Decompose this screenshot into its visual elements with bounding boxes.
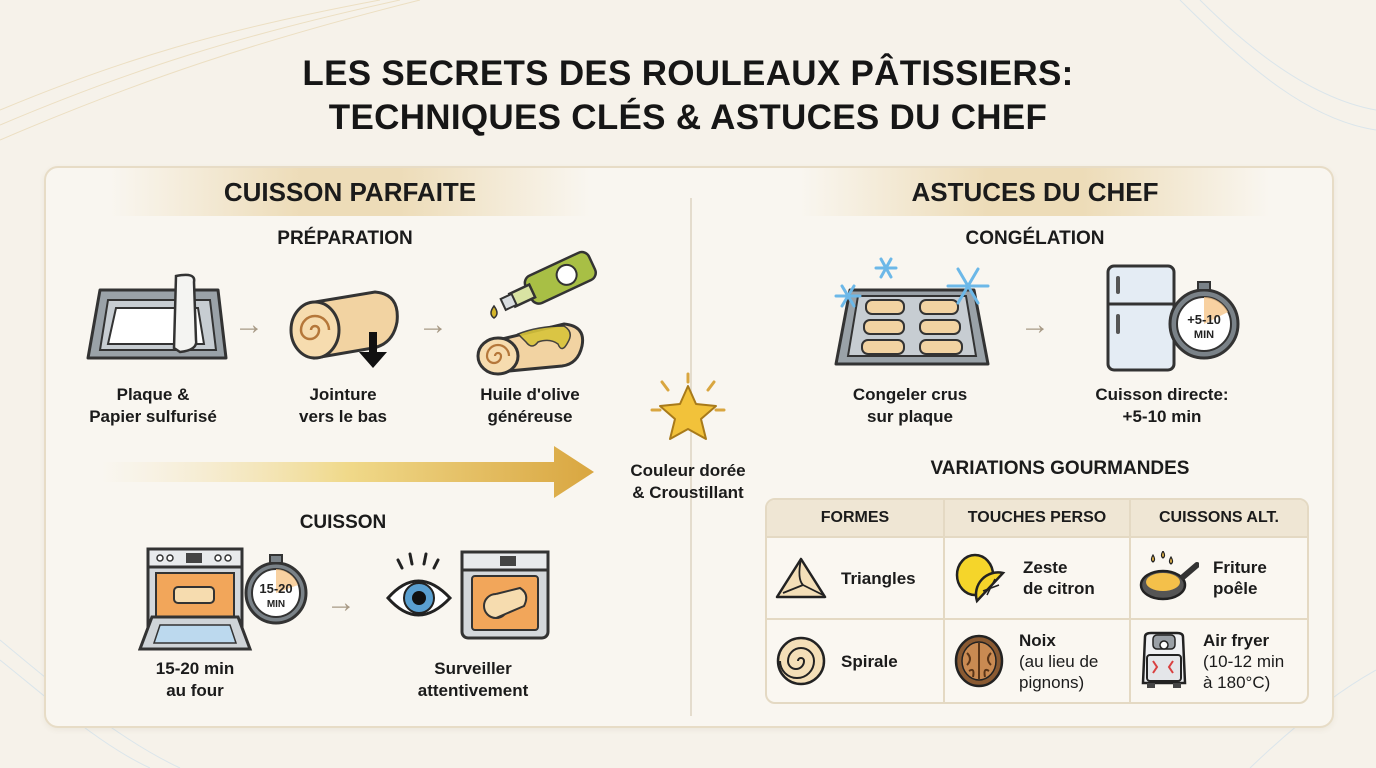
gold-progress-arrow-icon bbox=[100, 446, 594, 498]
olive-oil-bottle-icon bbox=[476, 250, 597, 376]
arrow-right-icon: → bbox=[1020, 308, 1050, 341]
variations-table: FORMES TOUCHES PERSO CUISSONS ALT. Trian… bbox=[765, 498, 1309, 704]
table-cell: Triangles bbox=[767, 538, 945, 620]
arrow-right-icon: → bbox=[234, 308, 264, 341]
oven-timer-icon: 15-20 MIN bbox=[138, 547, 308, 651]
section-header-cuisson-parfaite: CUISSON PARFAITE bbox=[110, 168, 590, 216]
fridge-timer-icon: +5-10 MIN bbox=[1106, 264, 1240, 372]
subheader-preparation: PRÉPARATION bbox=[277, 228, 413, 249]
column-divider bbox=[690, 198, 692, 716]
subheader-variations: VARIATIONS GOURMANDES bbox=[930, 458, 1190, 479]
svg-text:+5-10: +5-10 bbox=[1187, 312, 1221, 327]
column-header: CUISSONS ALT. bbox=[1131, 500, 1307, 538]
eye-oven-icon bbox=[385, 550, 550, 640]
result-caption: Couleur dorée& Croustillant bbox=[630, 461, 746, 502]
star-icon bbox=[650, 372, 726, 440]
title-line-1: LES SECRETS DES ROULEAUX PÂTISSIERS: bbox=[302, 54, 1074, 93]
step-caption-cuisson-directe: Cuisson directe:+5-10 min bbox=[1095, 385, 1229, 426]
section-header-astuces: ASTUCES DU CHEF bbox=[800, 168, 1270, 216]
triangle-pastry-icon bbox=[775, 557, 827, 599]
frozen-tray-icon bbox=[834, 257, 990, 366]
title-line-2: TECHNIQUES CLÉS & ASTUCES DU CHEF bbox=[328, 98, 1048, 137]
subheader-congelation: CONGÉLATION bbox=[965, 228, 1105, 249]
column-header: TOUCHES PERSO bbox=[945, 500, 1131, 538]
svg-text:15-20: 15-20 bbox=[259, 581, 292, 596]
table-cell: Spirale bbox=[767, 620, 945, 702]
svg-text:MIN: MIN bbox=[1194, 329, 1214, 341]
page-title: LES SECRETS DES ROULEAUX PÂTISSIERS: TEC… bbox=[0, 52, 1376, 140]
lemon-icon bbox=[955, 553, 1006, 604]
frying-pan-icon bbox=[1139, 551, 1199, 601]
roll-seam-down-icon bbox=[289, 290, 399, 368]
air-fryer-icon bbox=[1141, 631, 1187, 688]
step-caption-plaque: Plaque &Papier sulfurisé bbox=[89, 385, 217, 426]
column-header: FORMES bbox=[767, 500, 945, 538]
svg-text:MIN: MIN bbox=[267, 599, 285, 610]
table-header-row: FORMES TOUCHES PERSO CUISSONS ALT. bbox=[767, 500, 1307, 538]
arrow-right-icon: → bbox=[418, 308, 448, 341]
arrow-right-icon: → bbox=[326, 586, 356, 619]
subheader-cuisson: CUISSON bbox=[299, 512, 387, 533]
baking-tray-parchment-icon bbox=[86, 273, 228, 360]
spiral-pastry-icon bbox=[776, 636, 826, 686]
walnut-icon bbox=[954, 634, 1004, 688]
